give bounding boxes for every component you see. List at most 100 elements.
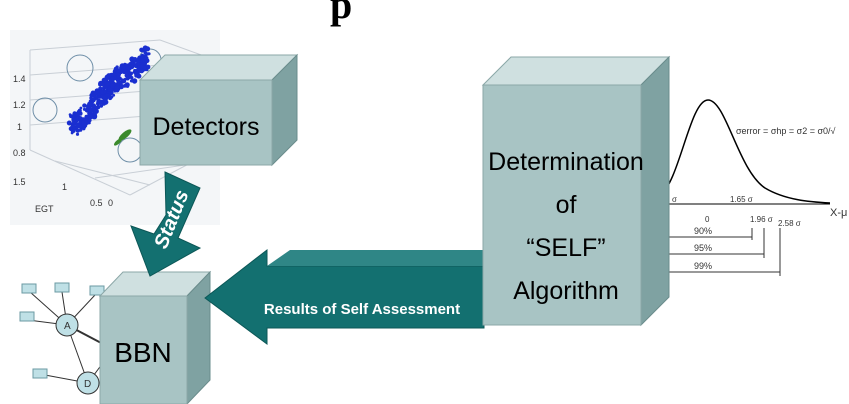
bell-curve-plot: σerror = σhp = σ2 = σ0/√ σ 0 1.65 σ 1.96… bbox=[659, 90, 849, 285]
y-tick: 1.4 bbox=[13, 74, 26, 84]
scatter-point bbox=[70, 127, 73, 131]
self-label-line3: “SELF” bbox=[526, 234, 605, 262]
detectors-label: Detectors bbox=[153, 113, 260, 141]
x-tick: 1 bbox=[62, 182, 67, 192]
scatter-point bbox=[104, 75, 110, 80]
detectors-box: Detectors bbox=[138, 53, 299, 167]
scatter-point bbox=[136, 62, 140, 66]
y-tick: 1.2 bbox=[13, 100, 26, 110]
scatter-point bbox=[111, 72, 116, 78]
scatter-point bbox=[116, 69, 121, 73]
scatter-point bbox=[85, 108, 89, 112]
green-points bbox=[113, 129, 132, 146]
detectors-box-front bbox=[139, 79, 273, 166]
scatter-point bbox=[100, 82, 105, 87]
bbn-label: BBN bbox=[114, 337, 172, 368]
scatter-point bbox=[70, 131, 74, 135]
scatter-point bbox=[78, 124, 82, 128]
scatter-point bbox=[110, 95, 114, 99]
scatter-point bbox=[75, 128, 80, 133]
scatter-point bbox=[147, 52, 151, 56]
scatter-point bbox=[87, 118, 92, 123]
sigma-formula: σerror = σhp = σ2 = σ0/√ bbox=[736, 126, 836, 136]
scatter-point bbox=[116, 74, 120, 79]
scatter-point bbox=[140, 59, 144, 63]
scatter-point bbox=[82, 107, 86, 111]
scatter-point bbox=[70, 124, 75, 128]
confidence-99: 99% bbox=[694, 261, 712, 271]
bell-tick: 1.65 σ bbox=[730, 195, 753, 204]
scatter-point bbox=[133, 57, 137, 61]
x-tick: 0.5 bbox=[90, 198, 103, 208]
scatter-point bbox=[125, 76, 130, 81]
self-box-side bbox=[640, 55, 670, 327]
scatter-point bbox=[105, 81, 111, 87]
bell-curve-background bbox=[660, 90, 849, 285]
graph-node-d bbox=[76, 371, 100, 395]
scatter-point bbox=[82, 103, 87, 108]
scatter-point bbox=[88, 114, 94, 120]
scatter-point bbox=[84, 114, 89, 119]
scatter-point bbox=[125, 84, 130, 88]
x-tick: 0 bbox=[108, 198, 113, 208]
graph-node-label: A bbox=[64, 321, 71, 332]
scatter-point bbox=[98, 86, 103, 91]
scatter-point bbox=[96, 98, 102, 104]
scatter-point bbox=[144, 46, 151, 52]
self-algorithm-box: Determination of “SELF” Algorithm bbox=[481, 55, 671, 327]
scatter-point bbox=[133, 70, 139, 76]
scatter-point bbox=[128, 61, 135, 68]
scatter-point bbox=[66, 120, 72, 126]
bell-tick: σ bbox=[672, 195, 677, 204]
scatter-point bbox=[92, 91, 97, 96]
confidence-95: 95% bbox=[694, 243, 712, 253]
status-arrow-shape bbox=[130, 171, 202, 277]
confidence-brackets bbox=[665, 228, 781, 276]
confidence-90: 90% bbox=[694, 226, 712, 236]
scatter-point bbox=[130, 79, 134, 83]
scatter-point bbox=[92, 113, 98, 118]
scatter-point bbox=[142, 65, 147, 70]
bbn-box-front bbox=[99, 295, 188, 404]
cluster-circle bbox=[32, 97, 58, 123]
scatter-point bbox=[68, 113, 72, 116]
self-label-line1: Determination bbox=[488, 148, 644, 176]
self-box-top bbox=[481, 56, 671, 86]
scatter-point bbox=[97, 95, 102, 99]
scatter-point bbox=[87, 101, 93, 107]
cluster-circle bbox=[66, 54, 94, 82]
scatter-point bbox=[114, 84, 120, 91]
bell-tick: 2.58 σ bbox=[778, 219, 801, 228]
scatter-point bbox=[71, 117, 76, 122]
scatter-point bbox=[112, 93, 116, 97]
scatter-point bbox=[110, 83, 116, 89]
scatter-point bbox=[102, 94, 108, 101]
scatter-point bbox=[119, 84, 124, 88]
detectors-box-top bbox=[138, 54, 299, 81]
results-arrow: Results of Self Assessment bbox=[204, 248, 490, 345]
scatter-point bbox=[136, 59, 140, 63]
scatter-grid bbox=[29, 39, 216, 196]
y-tick: 1 bbox=[17, 122, 22, 132]
scatter-point bbox=[103, 90, 107, 94]
bell-tick: 0 bbox=[705, 215, 710, 224]
scatter-point bbox=[139, 69, 144, 74]
results-label: Results of Self Assessment bbox=[264, 301, 460, 318]
scatter-point bbox=[75, 132, 80, 136]
title-fragment: p bbox=[330, 0, 352, 27]
bell-tick: 1.96 σ bbox=[750, 215, 773, 224]
scatter-point bbox=[116, 80, 120, 84]
bbn-box: BBN bbox=[98, 270, 212, 404]
scatter-point bbox=[111, 79, 115, 83]
scatter-point bbox=[72, 113, 76, 117]
scatter-point bbox=[120, 78, 124, 82]
scatter-point bbox=[128, 71, 133, 76]
y-tick: 0.8 bbox=[13, 148, 26, 158]
scatter-point bbox=[123, 77, 127, 81]
scatter-point bbox=[145, 64, 151, 70]
scatter-point bbox=[113, 66, 118, 71]
scatter-points bbox=[66, 45, 151, 136]
normal-distribution-curve bbox=[659, 99, 831, 204]
scatter-point bbox=[74, 111, 80, 117]
